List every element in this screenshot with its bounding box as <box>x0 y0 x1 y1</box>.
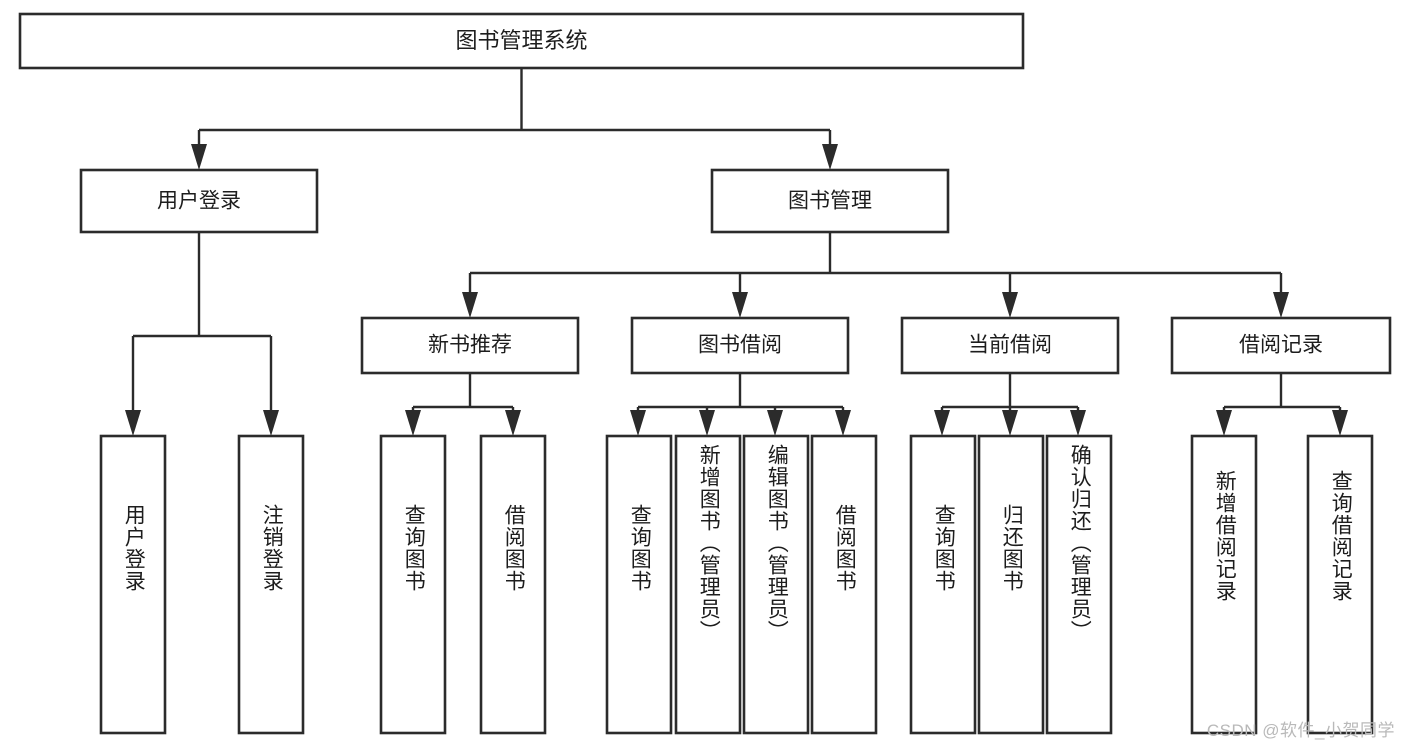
arrow-bookborrow-leaf3 <box>767 410 783 436</box>
connector-group-currentborrow-to-leaves <box>934 373 1086 436</box>
node-root-system[interactable]: 图书管理系统 <box>18 12 1025 70</box>
node-borrow-record[interactable]: 借阅记录 <box>1170 316 1392 375</box>
leaf-box-current-borrow-1[interactable] <box>909 434 977 735</box>
arrow-userlogin-leaf2 <box>263 410 279 436</box>
leaf-box-current-borrow-2[interactable] <box>977 434 1045 735</box>
arrow-currentborrow-leaf2 <box>1002 410 1018 436</box>
connector-group-bookmanage-to-level3 <box>462 232 1289 318</box>
leaf-box-user-login-2[interactable] <box>237 434 305 735</box>
node-book-borrow-box[interactable] <box>630 316 850 375</box>
connector-group-newbook-to-leaves <box>405 373 521 436</box>
node-user-login[interactable]: 用户登录 <box>79 168 319 234</box>
node-root-box[interactable] <box>18 12 1025 70</box>
arrow-userlogin-leaf1 <box>125 410 141 436</box>
leaf-box-new-book-1[interactable] <box>379 434 447 735</box>
leaf-box-book-borrow-3[interactable] <box>742 434 810 735</box>
leaf-box-borrow-record-1[interactable] <box>1190 434 1258 735</box>
arrow-bookborrow-leaf2 <box>699 410 715 436</box>
leaf-boxes-new-book-recommend <box>379 434 547 735</box>
arrow-borrowrecord-leaf2 <box>1332 410 1348 436</box>
leaf-boxes-current-borrow <box>909 434 1113 735</box>
node-new-book-recommend-label: 新书推荐 <box>428 334 512 357</box>
arrow-currentborrow-leaf3 <box>1070 410 1086 436</box>
arrow-to-book-manage <box>822 144 838 170</box>
connector-group-userlogin-to-leaves <box>125 232 279 436</box>
arrow-newbook-leaf1 <box>405 410 421 436</box>
leaf-box-book-borrow-1[interactable] <box>605 434 673 735</box>
leaf-boxes-user-login <box>99 434 305 735</box>
node-user-login-box[interactable] <box>79 168 319 234</box>
arrow-to-borrow-record <box>1273 292 1289 318</box>
node-current-borrow-label: 当前借阅 <box>968 334 1052 357</box>
node-user-login-label: 用户登录 <box>157 190 241 213</box>
node-new-book-recommend[interactable]: 新书推荐 <box>360 316 580 375</box>
node-new-book-recommend-box[interactable] <box>360 316 580 375</box>
arrow-newbook-leaf2 <box>505 410 521 436</box>
leaf-boxes-book-borrow <box>605 434 878 735</box>
leaf-box-current-borrow-3[interactable] <box>1045 434 1113 735</box>
arrow-bookborrow-leaf1 <box>630 410 646 436</box>
node-book-manage[interactable]: 图书管理 <box>710 168 950 234</box>
node-root-label: 图书管理系统 <box>455 28 587 53</box>
node-book-borrow-label: 图书借阅 <box>698 334 782 357</box>
arrow-to-book-borrow <box>732 292 748 318</box>
leaf-boxes-borrow-record <box>1190 434 1374 735</box>
node-book-manage-label: 图书管理 <box>788 190 872 213</box>
csdn-watermark: CSDN @软件_小贺同学 <box>1206 721 1395 740</box>
arrow-bookborrow-leaf4 <box>835 410 851 436</box>
connector-group-bookborrow-to-leaves <box>630 373 851 436</box>
arrow-to-current-borrow <box>1002 292 1018 318</box>
node-current-borrow[interactable]: 当前借阅 <box>900 316 1120 375</box>
leaf-box-borrow-record-2[interactable] <box>1306 434 1374 735</box>
leaf-box-new-book-2[interactable] <box>479 434 547 735</box>
leaf-box-book-borrow-2[interactable] <box>674 434 742 735</box>
leaf-box-book-borrow-4[interactable] <box>810 434 878 735</box>
node-book-manage-box[interactable] <box>710 168 950 234</box>
node-borrow-record-box[interactable] <box>1170 316 1392 375</box>
node-borrow-record-label: 借阅记录 <box>1239 334 1323 357</box>
arrow-borrowrecord-leaf1 <box>1216 410 1232 436</box>
connector-group-root-to-level2 <box>191 68 838 170</box>
arrow-to-new-book <box>462 292 478 318</box>
leaf-box-user-login-1[interactable] <box>99 434 167 735</box>
arrow-to-user-login <box>191 144 207 170</box>
node-current-borrow-box[interactable] <box>900 316 1120 375</box>
arrow-currentborrow-leaf1 <box>934 410 950 436</box>
connector-group-borrowrecord-to-leaves <box>1216 373 1348 436</box>
node-book-borrow[interactable]: 图书借阅 <box>630 316 850 375</box>
